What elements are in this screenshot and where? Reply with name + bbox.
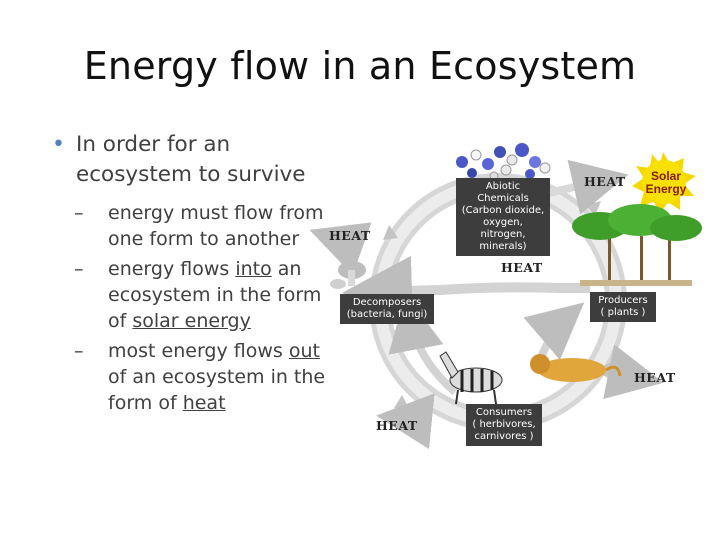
consumers-to-decomposers-arrow — [388, 294, 458, 396]
sub-bullet-2-text-a: energy flows — [108, 258, 236, 280]
heat-label-top: HEAT — [584, 174, 626, 189]
heat-arrow-right — [603, 344, 664, 400]
sub-bullet-1-text: energy must flow from one form to anothe… — [108, 202, 324, 250]
main-bullet: • In order for an ecosystem to survive — [52, 130, 342, 190]
producers-label: Producers ( plants ) — [590, 292, 656, 322]
decomposers-label: Decomposers (bacteria, fungi) — [340, 294, 434, 324]
sub-bullet-list: – energy must flow from one form to anot… — [74, 200, 342, 416]
consumers-label: Consumers ( herbivores, carnivores ) — [466, 404, 542, 446]
sub-bullet-2-underlined-solar: solar energy — [132, 310, 251, 332]
heat-label-center: HEAT — [501, 260, 543, 275]
mushroom-icon — [330, 261, 366, 289]
bullet-list: • In order for an ecosystem to survive –… — [52, 130, 342, 420]
heat-arrow-top — [539, 159, 629, 215]
solar-energy-label: Solar Energy — [645, 169, 687, 196]
dash-icon: – — [74, 202, 84, 224]
heat-label-left: HEAT — [329, 228, 371, 243]
sub-bullet-2: – energy flows into an ecosystem in the … — [74, 256, 342, 334]
cycle-arrowhead-icon — [383, 225, 398, 240]
slide-title: Energy flow in an Ecosystem — [83, 44, 637, 88]
bullet-dot-icon: • — [52, 132, 65, 157]
producers-to-consumers-arrow — [523, 302, 585, 362]
lion-icon — [530, 354, 622, 382]
sub-bullet-3-text-a: most energy flows — [108, 340, 289, 362]
sub-bullet-3-underlined-out: out — [288, 340, 320, 362]
dash-icon: – — [74, 258, 84, 280]
producers-to-decomposers-arrow — [342, 255, 590, 326]
cycle-arrowhead-icon — [394, 395, 410, 410]
sub-bullet-2-underlined-into: into — [235, 258, 272, 280]
sub-bullet-3: – most energy flows out of an ecosystem … — [74, 338, 342, 416]
sub-bullet-3-text-b: of an ecosystem in the form of — [108, 366, 326, 414]
sun-icon — [632, 152, 696, 214]
sub-bullet-3-underlined-heat: heat — [182, 392, 226, 414]
heat-label-bottom: HEAT — [376, 418, 418, 433]
main-bullet-text: In order for an ecosystem to survive — [76, 132, 306, 187]
abiotic-chemicals-label: Abiotic Chemicals (Carbon dioxide, oxyge… — [456, 178, 550, 256]
dash-icon: – — [74, 340, 84, 362]
zebra-icon — [439, 351, 503, 405]
heat-arrow-left — [309, 222, 372, 276]
heat-label-right: HEAT — [634, 370, 676, 385]
sub-bullet-2-text-b: an ecosystem in the form of — [108, 258, 322, 332]
molecules-icon — [456, 143, 551, 181]
heat-arrow-bottom — [376, 393, 435, 450]
sub-bullet-1: – energy must flow from one form to anot… — [74, 200, 342, 252]
trees-icon — [572, 204, 702, 286]
